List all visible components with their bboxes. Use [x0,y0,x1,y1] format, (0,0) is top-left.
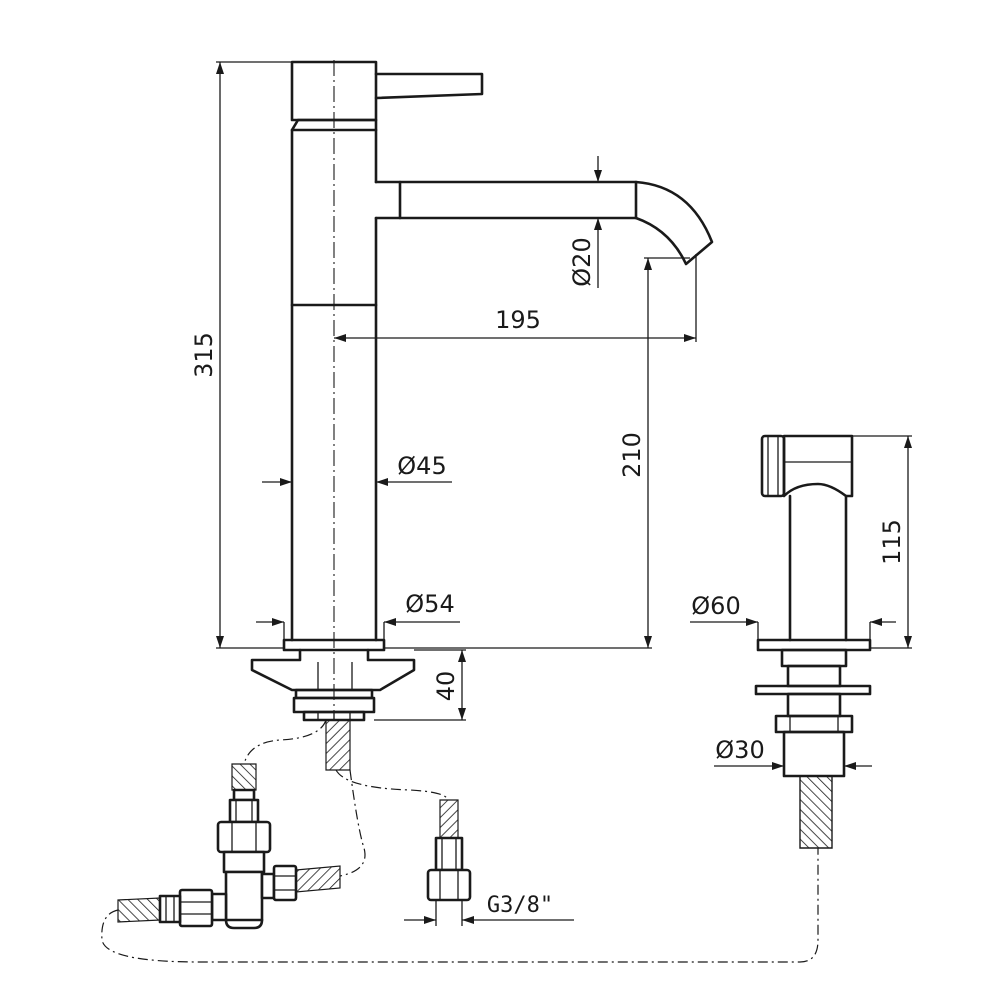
shower-hose [799,775,833,849]
lever-handle [374,72,484,100]
dim-spout-height: 210 [384,257,690,649]
hose-path-left [243,719,327,765]
dim-115-label: 115 [878,519,906,565]
dim-base-diameter: Ø54 [256,590,460,640]
shower-base-flange [756,638,872,652]
dim-o20-label: Ø20 [568,237,596,286]
shower-nozzle [760,434,786,498]
dim-shower-height: 115 [852,435,912,649]
dim-spout-reach: 195 [334,254,697,342]
dim-total-height: 315 [190,61,292,649]
dim-40-label: 40 [432,671,460,702]
dim-g38-label: G3/8" [487,893,553,918]
dim-body-diameter: Ø45 [262,452,452,486]
g38-connector [426,836,472,902]
hose-path-g38 [335,769,449,801]
dim-o45-label: Ø45 [397,452,446,480]
dim-210-label: 210 [618,432,646,478]
mounting-bracket [250,648,416,692]
dim-o60-label: Ø60 [691,592,740,620]
dim-shower-base-diameter: Ø60 [690,592,896,640]
dim-spout-diameter: Ø20 [568,156,602,288]
supply-hoses [101,719,819,963]
dim-shower-nut-diameter: Ø30 [714,736,872,770]
hose-path-right [339,769,366,877]
shower-handle [788,494,848,642]
hand-shower [754,434,872,849]
shower-hose-connector [782,730,846,778]
faucet-body [250,60,714,722]
diverter-valve [158,788,298,930]
dim-o30-label: Ø30 [715,736,764,764]
dim-thread-size: G3/8" [404,893,574,926]
dim-315-label: 315 [190,332,218,378]
spout [398,180,714,266]
shower-lock-nut [774,714,854,734]
dim-o54-label: Ø54 [405,590,454,618]
shower-head [782,434,854,498]
hose-path-shower [101,848,819,963]
dim-195-label: 195 [495,306,541,334]
dim-base-depth: 40 [374,649,466,721]
